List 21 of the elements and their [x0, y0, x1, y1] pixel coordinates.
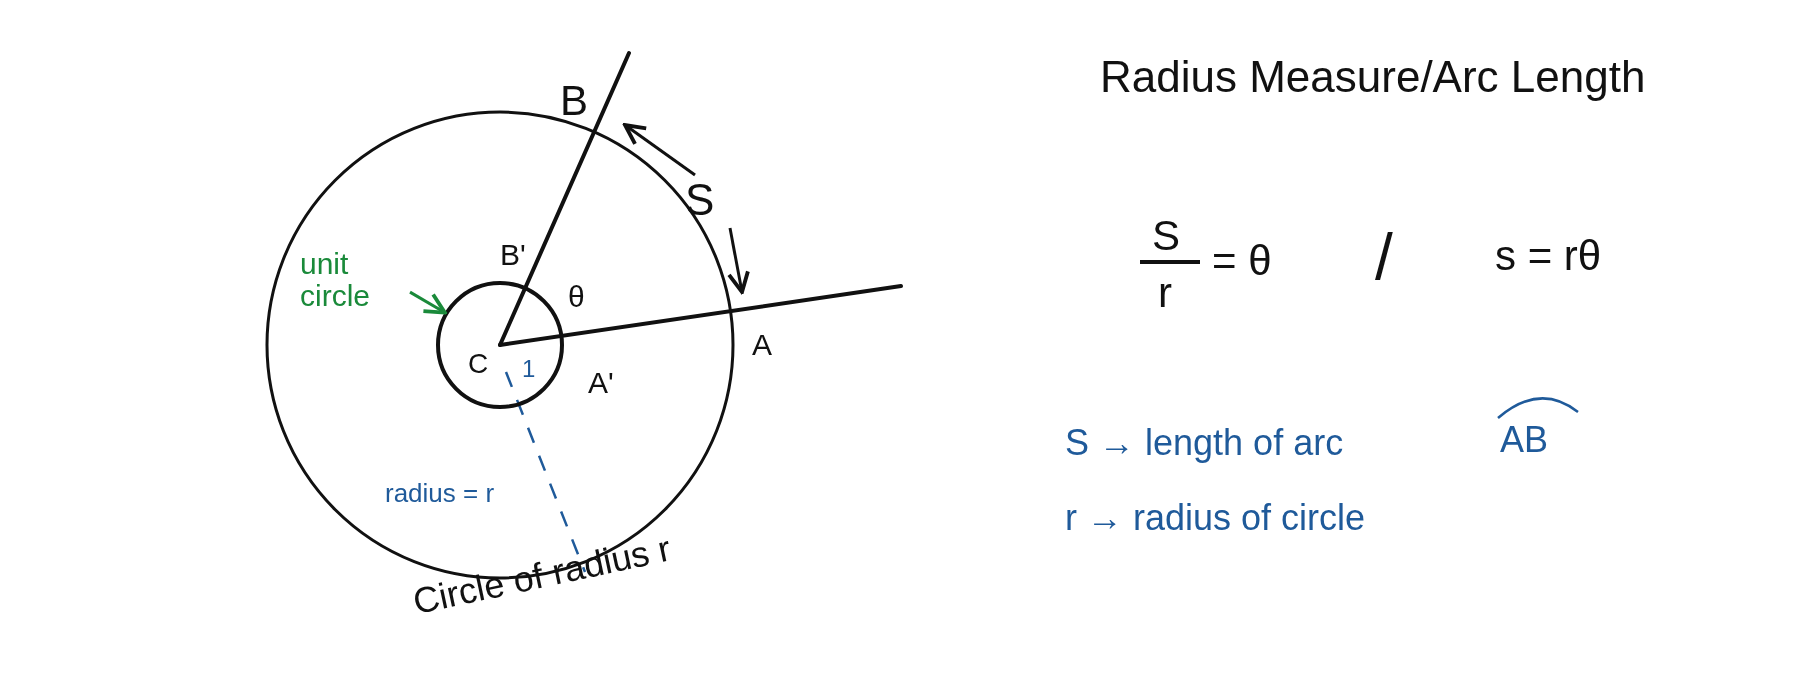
- point-label: A': [588, 368, 614, 398]
- point-label: A: [752, 330, 772, 360]
- annotation-text: unit circle: [300, 248, 410, 311]
- radius-label: 1: [522, 357, 536, 381]
- formula-text: r: [1158, 272, 1172, 314]
- leader-arrow: [409, 290, 447, 315]
- point-label: B: [560, 80, 588, 122]
- point-label: B': [500, 240, 526, 270]
- arc-name: AB: [1500, 422, 1549, 458]
- definition-text: S → length of arc: [1065, 425, 1344, 461]
- formula-text: s = rθ: [1495, 235, 1602, 277]
- point-label: C: [468, 350, 489, 378]
- arc-length-label: S: [685, 178, 715, 222]
- circle-outline: [436, 281, 564, 409]
- title: Radius Measure/Arc Length: [1100, 55, 1646, 99]
- formula-text: S: [1152, 215, 1180, 257]
- formula-text: /: [1375, 225, 1393, 289]
- definition-text: r → radius of circle: [1065, 500, 1366, 536]
- formula-text: = θ: [1212, 240, 1272, 282]
- angle-label: θ: [568, 282, 585, 312]
- radius-label: radius = r: [385, 480, 495, 506]
